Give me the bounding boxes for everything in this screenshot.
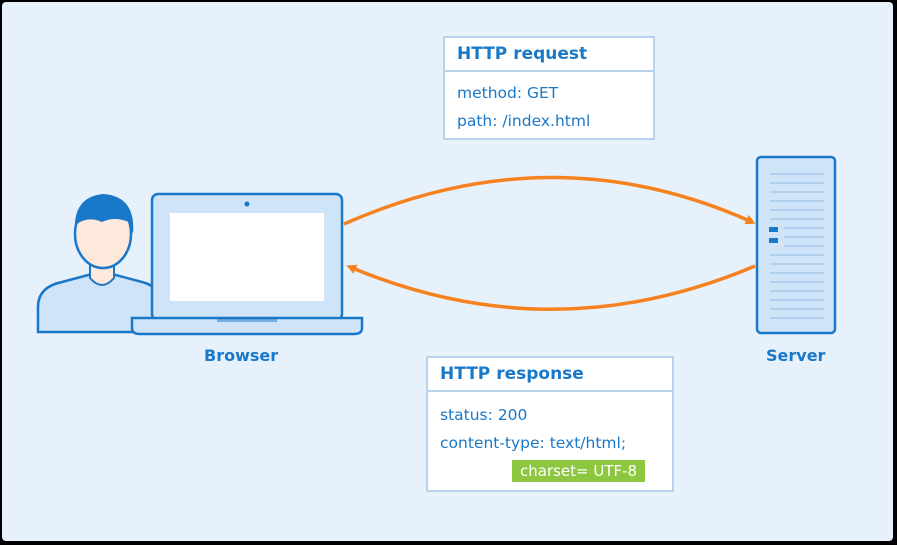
request-path-line: path: /index.html (457, 112, 591, 130)
http-response-title: HTTP response (428, 358, 672, 392)
http-request-box: HTTP request method: GET path: /index.ht… (443, 36, 655, 140)
charset-badge: charset= UTF-8 (512, 460, 646, 482)
user-icon (36, 194, 164, 334)
response-arrow (346, 264, 756, 311)
response-status-line: status: 200 (440, 406, 528, 424)
request-method-line: method: GET (457, 84, 559, 102)
http-request-title: HTTP request (445, 38, 653, 72)
response-content-type-line: content-type: text/html; (440, 434, 627, 452)
laptop-icon (130, 192, 364, 336)
http-response-box: HTTP response status: 200 content-type: … (426, 356, 674, 492)
request-arrow (343, 175, 756, 226)
server-icon (755, 155, 837, 335)
browser-label: Browser (204, 346, 279, 365)
server-label: Server (766, 346, 826, 365)
